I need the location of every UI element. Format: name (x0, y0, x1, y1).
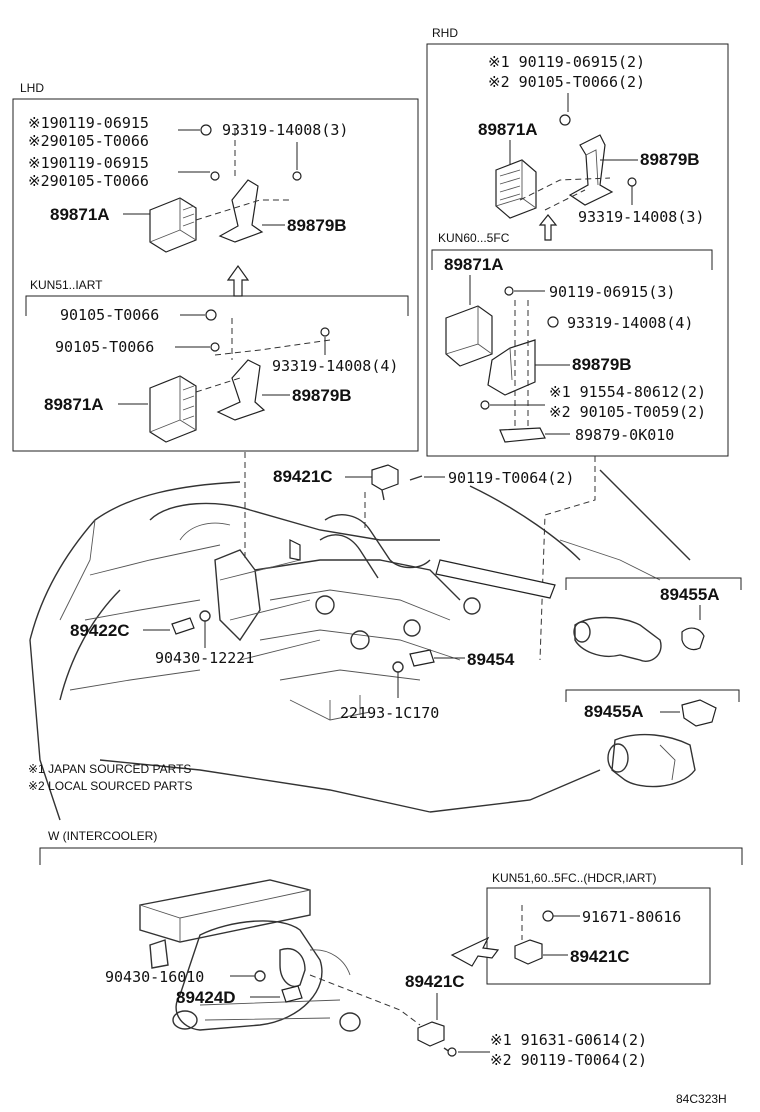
kun51-label-89879B: 89879B (292, 386, 352, 405)
eng-label-89455A-top: 89455A (660, 585, 720, 604)
hdcr-section-title: KUN51,60..5FC..(HDCR,IART) (492, 871, 656, 885)
lhd-bracket (218, 179, 264, 243)
ic-sensor-89424D (281, 985, 303, 1003)
lhd-section-title: LHD (20, 81, 44, 95)
intercooler-drawing (139, 879, 421, 1032)
rhd-ecu (495, 159, 537, 219)
eng-label-89422C: 89422C (70, 621, 130, 640)
ic-label-90119-T0064: ※2 90119-T0064(2) (490, 1051, 647, 1069)
kun51-section-title: KUN51..IART (30, 278, 103, 292)
kun51-label-89871A: 89871A (44, 395, 104, 414)
rhd-arrow (538, 214, 558, 241)
ic-label-89421C: 89421C (405, 972, 465, 991)
eng-sensor-89421C (371, 464, 399, 501)
lhd-box (12, 98, 419, 452)
ic-label-91631-G0614: ※1 91631-G0614(2) (490, 1031, 647, 1049)
hdcr-label-89421C: 89421C (570, 947, 630, 966)
figure-code: 84C323H (676, 1092, 727, 1106)
kun51-label-90105-T0066-a: 90105-T0066 (60, 306, 159, 324)
eng-sensor-89422C (171, 617, 195, 635)
hdcr-sensor-89421C (514, 939, 543, 965)
rhd-bracket (568, 134, 614, 206)
rhd-label-90105-T0066: ※2 90105-T0066(2) (488, 73, 645, 91)
lhd-label-90119-06915-a: ※190119-06915 (28, 114, 149, 132)
eng-sensor-89455A-bottom (607, 699, 717, 788)
ic-label-89424D: 89424D (176, 988, 236, 1007)
lhd-label-90105-T0066-a: ※290105-T0066 (28, 132, 149, 150)
hdcr-box (486, 887, 711, 985)
kun51-label-93319-14008: 93319-14008(4) (272, 357, 398, 375)
rhd-label-93319-14008: 93319-14008(3) (578, 208, 704, 226)
ic-label-90430-16010: 90430-16010 (105, 968, 204, 986)
kun60-section-title: KUN60...5FC (438, 231, 510, 245)
lhd-label-89871A: 89871A (50, 205, 110, 224)
rhd-label-89871A: 89871A (478, 120, 538, 139)
rhd-box (426, 43, 729, 457)
eng-label-89454: 89454 (467, 650, 515, 669)
kun60-label-91554-80612: ※1 91554-80612(2) (549, 383, 706, 401)
eng-sensor-89454 (409, 649, 435, 667)
lhd-arrow (226, 264, 250, 297)
kun60-label-89879-0K010: 89879-0K010 (575, 426, 674, 444)
kun60-ecu (445, 305, 493, 367)
intercooler-section-title: W (INTERCOOLER) (48, 829, 157, 843)
kun60-label-89879B: 89879B (572, 355, 632, 374)
lhd-label-89879B: 89879B (287, 216, 347, 235)
lhd-ecu (149, 197, 197, 253)
lhd-label-93319-14008: 93319-14008(3) (222, 121, 348, 139)
kun60-box (431, 249, 713, 270)
rhd-label-89879B: 89879B (640, 150, 700, 169)
note-japan-sourced: ※1 JAPAN SOURCED PARTS (28, 762, 191, 776)
eng-89455a-top-box (565, 577, 742, 590)
kun60-bracket (487, 339, 536, 396)
rhd-label-90119-06915: ※1 90119-06915(2) (488, 53, 645, 71)
kun60-label-90105-T0059: ※2 90105-T0059(2) (549, 403, 706, 421)
kun60-stay (499, 427, 546, 443)
rhd-bolt (559, 114, 571, 126)
lhd-label-90119-06915-b: ※190119-06915 (28, 154, 149, 172)
eng-label-90430-12221: 90430-12221 (155, 649, 254, 667)
kun51-label-90105-T0066-b: 90105-T0066 (55, 338, 154, 356)
rhd-section-title: RHD (432, 26, 458, 40)
kun60-label-93319-14008: 93319-14008(4) (567, 314, 693, 332)
hdcr-arrow (450, 936, 500, 967)
note-local-sourced: ※2 LOCAL SOURCED PARTS (28, 779, 193, 793)
intercooler-box (39, 847, 743, 865)
kun60-label-89871A: 89871A (444, 255, 504, 274)
eng-label-90119-T0064: 90119-T0064(2) (448, 469, 574, 487)
eng-label-22193-1C170: 22193-1C170 (340, 704, 439, 722)
eng-sensor-89455A-top (573, 616, 705, 662)
kun51-box (25, 295, 409, 316)
ic-sensor-89421C (417, 1021, 451, 1053)
kun51-ecu (149, 375, 197, 443)
eng-label-89421C: 89421C (273, 467, 333, 486)
eng-89455a-bot-box (565, 689, 740, 702)
eng-label-89455A-bottom: 89455A (584, 702, 644, 721)
kun60-label-90119-06915: 90119-06915(3) (549, 283, 675, 301)
hdcr-label-91671-80616: 91671-80616 (582, 908, 681, 926)
lhd-label-90105-T0066-b: ※290105-T0066 (28, 172, 149, 190)
kun51-bracket (216, 359, 266, 421)
